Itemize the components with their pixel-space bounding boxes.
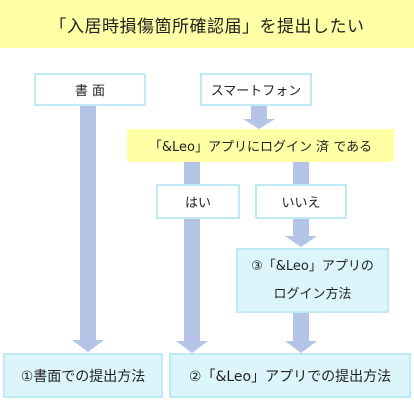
app-submission-label: ②「&Leo」アプリでの提出方法	[188, 368, 392, 385]
login-method-line2: ログイン方法	[273, 286, 352, 302]
paper-submission-result: ①書面での提出方法	[3, 353, 163, 398]
smartphone-method-box: スマートフォン	[200, 73, 312, 106]
arrow-condition-to-yes	[184, 162, 200, 184]
login-method-box: ③「&Leo」アプリの ログイン方法	[236, 248, 389, 313]
app-submission-result: ②「&Leo」アプリでの提出方法	[169, 353, 411, 398]
paper-submission-label: ①書面での提出方法	[20, 368, 146, 385]
answer-no-label: いいえ	[281, 196, 321, 211]
login-condition-label: 「&Leo」アプリにログイン 済 である	[148, 140, 373, 155]
smartphone-method-label: スマートフォン	[210, 84, 302, 99]
login-method-line1: ③「&Leo」アプリの	[251, 258, 374, 274]
answer-yes-box: はい	[156, 184, 240, 219]
arrow-no-to-login	[285, 219, 317, 247]
arrow-yes-to-app-result	[176, 219, 208, 353]
paper-method-label: 書 面	[74, 84, 106, 99]
arrow-smartphone-to-condition	[243, 106, 275, 129]
login-condition-box: 「&Leo」アプリにログイン 済 である	[127, 129, 394, 162]
answer-no-box: いいえ	[255, 184, 347, 219]
arrow-paper-to-result	[72, 106, 104, 352]
answer-yes-label: はい	[184, 196, 211, 211]
title-banner: 「入居時損傷箇所確認届」を提出したい	[0, 0, 414, 48]
paper-method-box: 書 面	[34, 73, 146, 106]
arrow-condition-to-no	[293, 162, 309, 184]
title-text: 「入居時損傷箇所確認届」を提出したい	[49, 16, 365, 37]
arrow-login-to-app-result	[285, 313, 317, 353]
